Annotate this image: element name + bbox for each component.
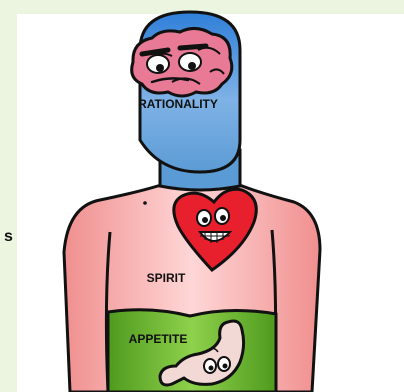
- label-spirit: SPIRIT: [147, 271, 186, 285]
- label-rationality: RATIONALITY: [138, 97, 218, 111]
- label-appetite: APPETITE: [129, 332, 188, 346]
- edge-text-fragment: s: [4, 228, 13, 245]
- brain-icon: [132, 28, 232, 96]
